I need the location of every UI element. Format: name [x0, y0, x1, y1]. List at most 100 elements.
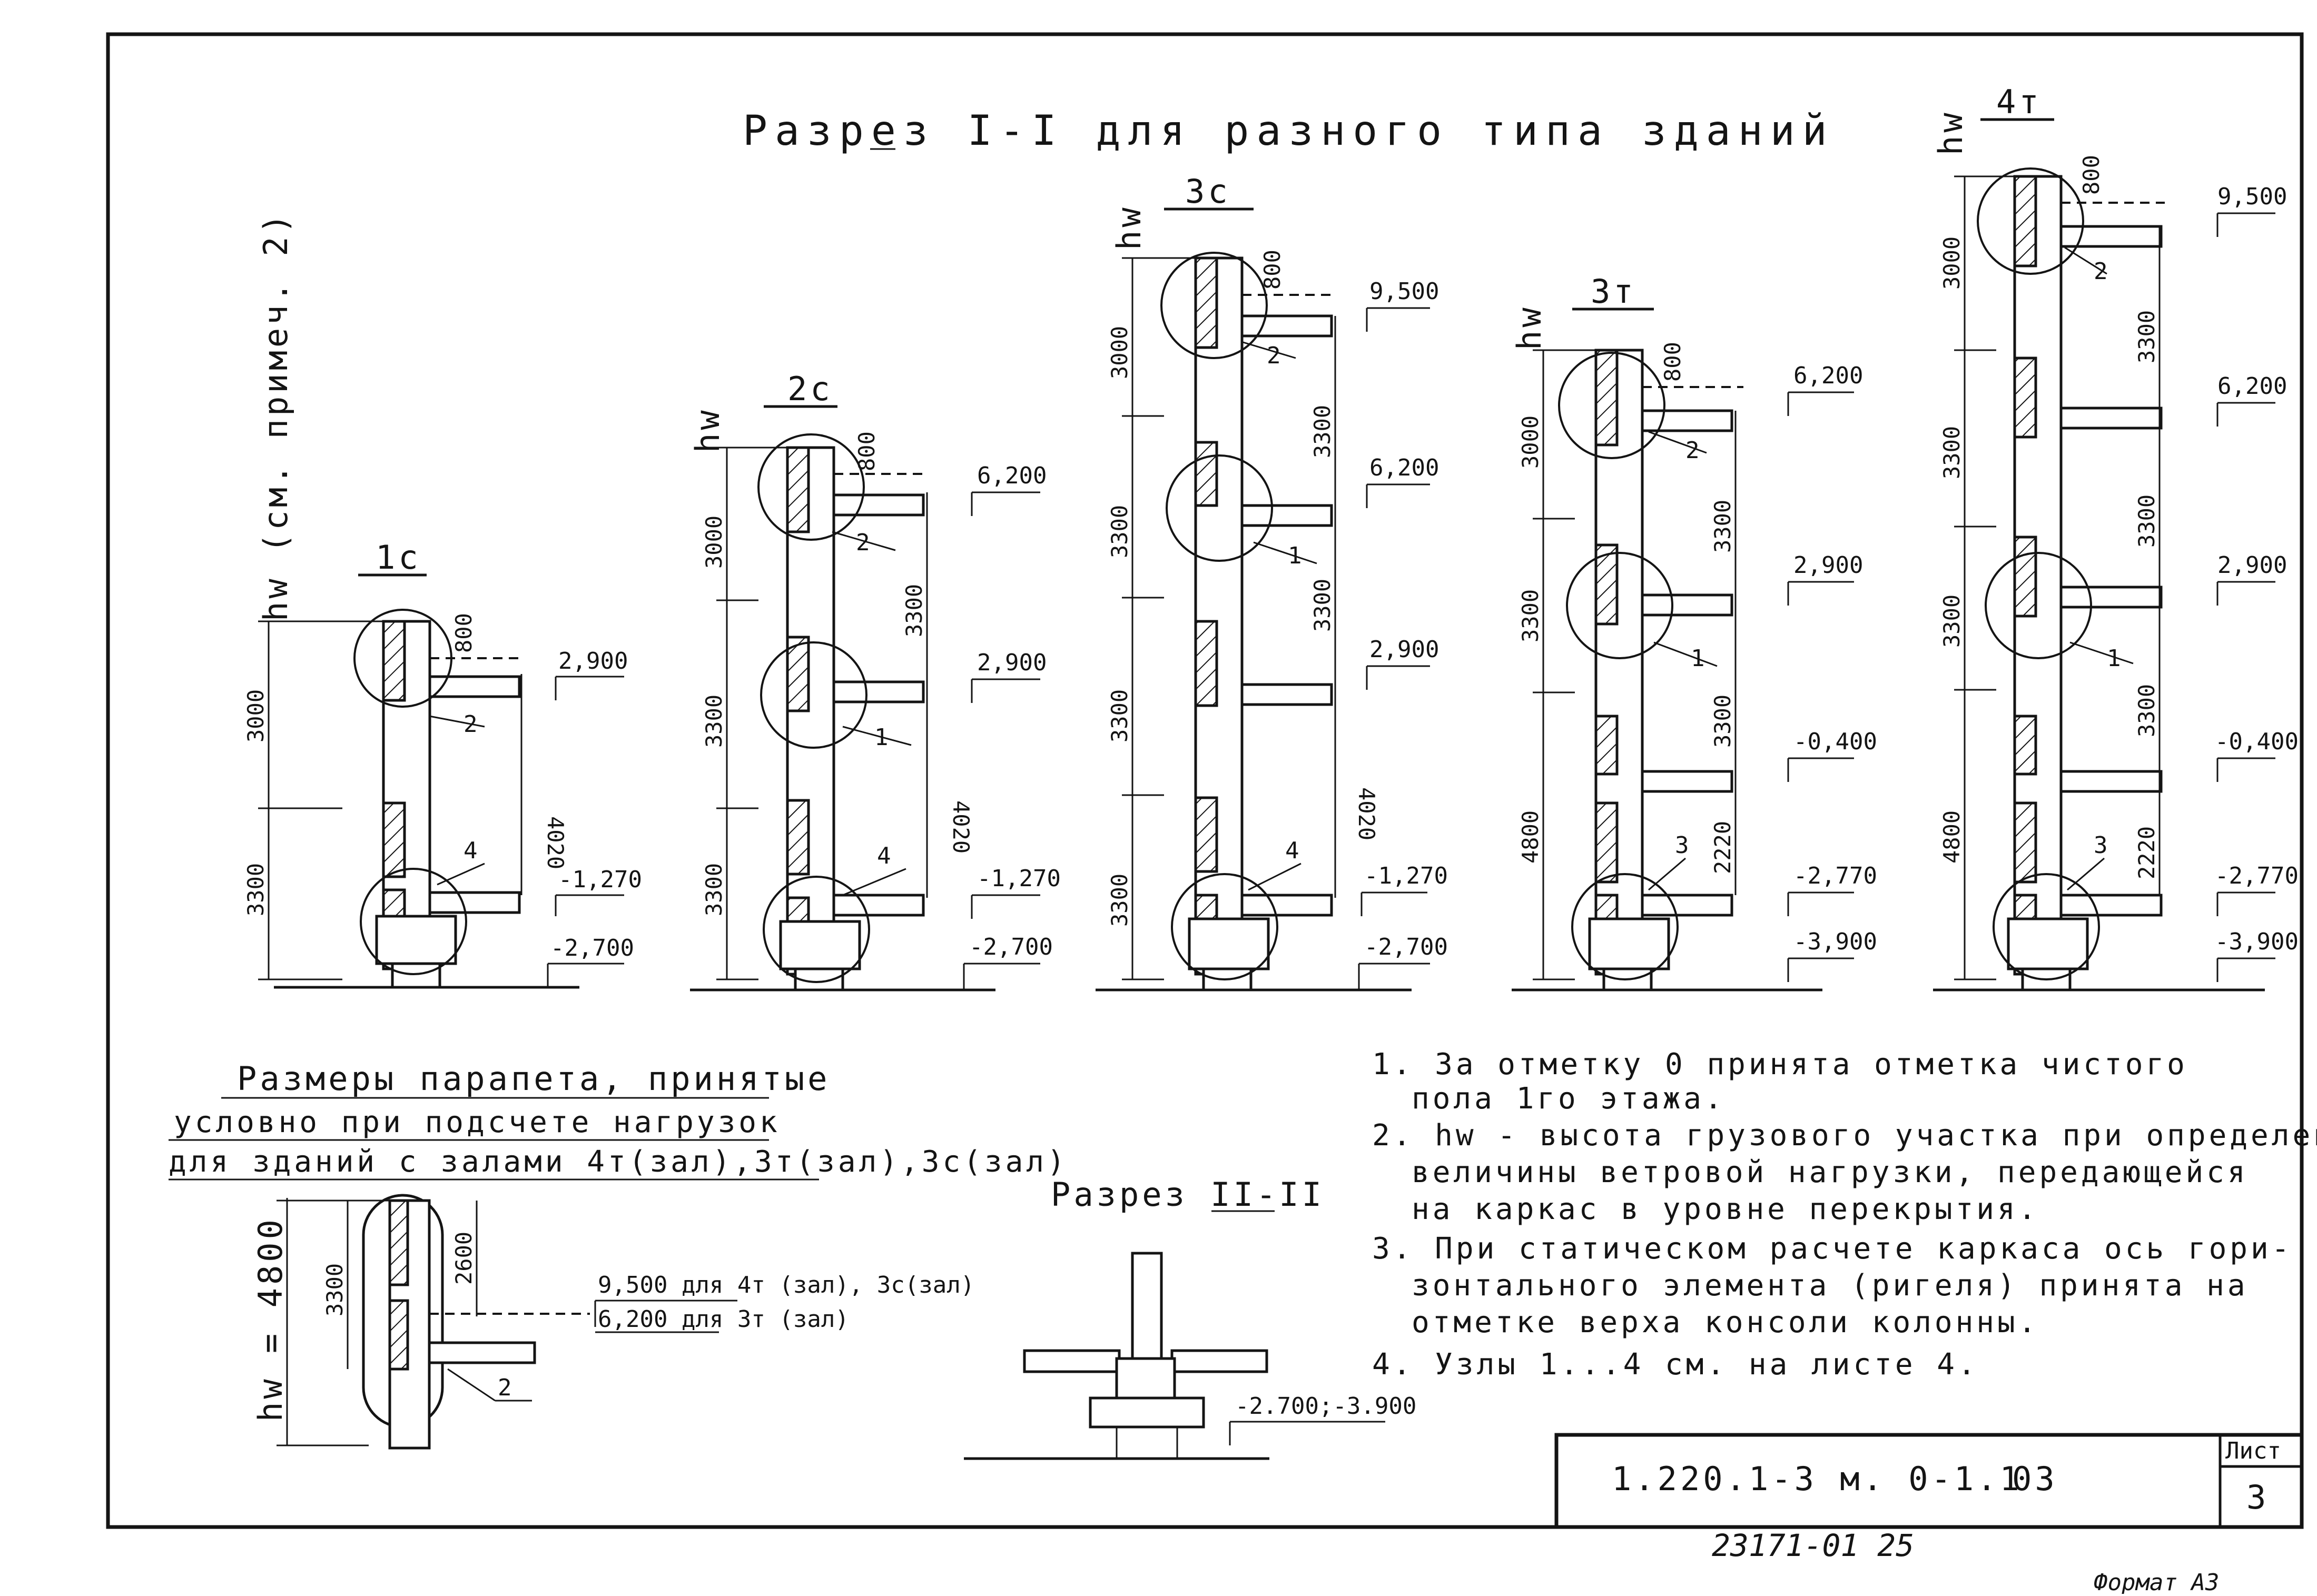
parapet-node: 2 — [498, 1374, 512, 1401]
level-5: -2,770 — [2215, 863, 2299, 889]
drawing-code: 1.220.1-3 м. 0-1.1 — [1612, 1460, 2023, 1498]
main-title: Разрез I-I для разного типа зданий — [743, 107, 1835, 155]
section-1c: 1с hw (см. примеч. 2) 3000 3300 800 4020 — [243, 211, 642, 989]
dim-right-2: 3300 — [1710, 500, 1736, 553]
dim-right-3: 4020 — [948, 800, 974, 854]
hw-label: hw — [1110, 204, 1148, 250]
sheet-label: Лист — [2225, 1438, 2281, 1464]
node-label: 4 — [464, 837, 478, 864]
dim-left-1: 3000 — [243, 689, 269, 742]
level-4: -2,770 — [1793, 863, 1877, 889]
dim-right-3: 3300 — [1710, 695, 1736, 748]
inventory-number: 23171-01 25 — [1712, 1528, 1914, 1563]
section-label: 2с — [787, 370, 833, 408]
dim-left-1: 3000 — [1107, 326, 1132, 379]
node-label: 1 — [2107, 645, 2121, 672]
dim-left-2: 3300 — [243, 863, 269, 916]
hw-label: hw — [688, 407, 727, 453]
level-1: 9,500 — [2217, 183, 2287, 210]
node-label: 1 — [1691, 645, 1705, 672]
dim-right-1: 800 — [1660, 342, 1685, 382]
dim-right-4: 3300 — [2134, 684, 2160, 737]
dim-right-4: 2220 — [1710, 821, 1736, 874]
dim-left-2: 3300 — [1939, 426, 1965, 479]
dim-left-1: 3000 — [1939, 236, 1965, 290]
format-label: Формат А3 — [2094, 1569, 2219, 1594]
level-1: 6,200 — [977, 462, 1047, 489]
section-label: 3с — [1185, 172, 1231, 211]
level-2: 2,900 — [977, 649, 1047, 676]
section2-level: -2.700;-3.900 — [1235, 1393, 1416, 1420]
parapet-dim-1: 3300 — [322, 1263, 348, 1316]
dim-left-3: 3300 — [1939, 594, 1965, 648]
node-label: 1 — [874, 724, 889, 751]
dim-left-3: 4800 — [1517, 810, 1543, 864]
node-label: 2 — [856, 529, 870, 556]
section2-title: Разрез II-II — [1051, 1175, 1325, 1214]
section-label: 1с — [376, 538, 421, 577]
dim-right-2: 3300 — [2134, 310, 2160, 363]
node-label: 4 — [1285, 837, 1299, 864]
level-1: 2,900 — [558, 648, 628, 675]
section-label: 4т — [1996, 83, 2042, 121]
dim-right-1: 800 — [2078, 155, 2104, 195]
section-2c: 2с hw 3000 3300 3300 800 3300 4020 6,200 — [688, 370, 1061, 992]
dim-right-2: 3300 — [901, 584, 927, 637]
section-2-2: Разрез II-II -2.700;-3.900 — [964, 1175, 1416, 1460]
sheet-frame — [106, 32, 2304, 1529]
level-5: -2,700 — [1364, 934, 1448, 960]
dim-left-4: 4800 — [1939, 810, 1965, 864]
node-label: 4 — [877, 842, 891, 869]
node-label: 3 — [2094, 832, 2108, 859]
level-2: 2,900 — [1793, 552, 1863, 579]
level-2: 6,200 — [1369, 454, 1439, 481]
parapet-title-1: Размеры парапета, принятые — [237, 1059, 831, 1098]
title-block: 1.220.1-3 м. 0-1.1 03 Лист 3 — [1554, 1433, 2304, 1529]
dim-left-2: 3300 — [1107, 505, 1132, 558]
section-3c: 3с hw 3000 3300 3300 3300 800 3300 3300 — [1096, 172, 1448, 992]
notes-block: 1. За отметку 0 принята отметка чистого … — [1372, 1047, 2317, 1382]
node-label: 2 — [1685, 437, 1700, 464]
level-4: -2,700 — [969, 934, 1053, 960]
node-label: 2 — [2094, 258, 2108, 285]
dim-right-2: 4020 — [543, 816, 568, 869]
level-3: 2,900 — [2217, 552, 2287, 579]
dim-left-1: 3000 — [701, 516, 727, 569]
node-label: 3 — [1675, 832, 1689, 859]
dim-right-4: 4020 — [1354, 787, 1379, 840]
dim-left-2: 3300 — [1517, 589, 1543, 642]
dim-left-2: 3300 — [701, 695, 727, 748]
level-1: 6,200 — [1793, 362, 1863, 389]
note-line: пола 1го этажа. — [1412, 1082, 1726, 1116]
level-4: -0,400 — [2215, 728, 2299, 755]
level-1: 9,500 — [1369, 278, 1439, 305]
note-line: 1. За отметку 0 принята отметка чистого — [1372, 1047, 2188, 1082]
dim-left-4: 3300 — [1107, 874, 1132, 927]
dim-left-3: 3300 — [701, 863, 727, 916]
hw-label: hw — [1510, 304, 1549, 350]
dim-right-3: 3300 — [2134, 494, 2160, 548]
note-line: 2. hw - высота грузового участка при опр… — [1372, 1118, 2317, 1153]
section-4t: 4т hw 3000 3300 3300 4800 800 3300 — [1931, 83, 2299, 992]
parapet-level-2: 6,200 для 3т (зал) — [598, 1306, 849, 1333]
dim-right-3: 3300 — [1309, 579, 1335, 632]
dim-right-1: 800 — [1259, 250, 1285, 290]
note-line: величины ветровой нагрузки, передающейся — [1412, 1155, 2249, 1189]
note-line: зонтального элемента (ригеля) принята на — [1412, 1268, 2249, 1303]
note-line: на каркас в уровне перекрытия. — [1412, 1192, 2039, 1226]
level-3: -2,700 — [550, 935, 634, 961]
dim-right-1: 800 — [854, 431, 880, 471]
parapet-hw: hw = 4800 — [251, 1216, 290, 1422]
note-line: 3. При статическом расчете каркаса ось г… — [1372, 1232, 2292, 1266]
level-3: -0,400 — [1793, 728, 1877, 755]
dim-right-5: 2220 — [2134, 826, 2160, 879]
sheet-number: 3 — [2246, 1478, 2269, 1516]
node-label: 2 — [1267, 342, 1281, 369]
section-3t: 3т hw 3000 3300 4800 800 3300 3300 2220 — [1510, 272, 1877, 992]
level-5: -3,900 — [1793, 928, 1877, 955]
node-label: 1 — [1288, 542, 1302, 569]
level-3: -1,270 — [977, 865, 1061, 892]
hw-label: hw — [1931, 110, 1970, 155]
